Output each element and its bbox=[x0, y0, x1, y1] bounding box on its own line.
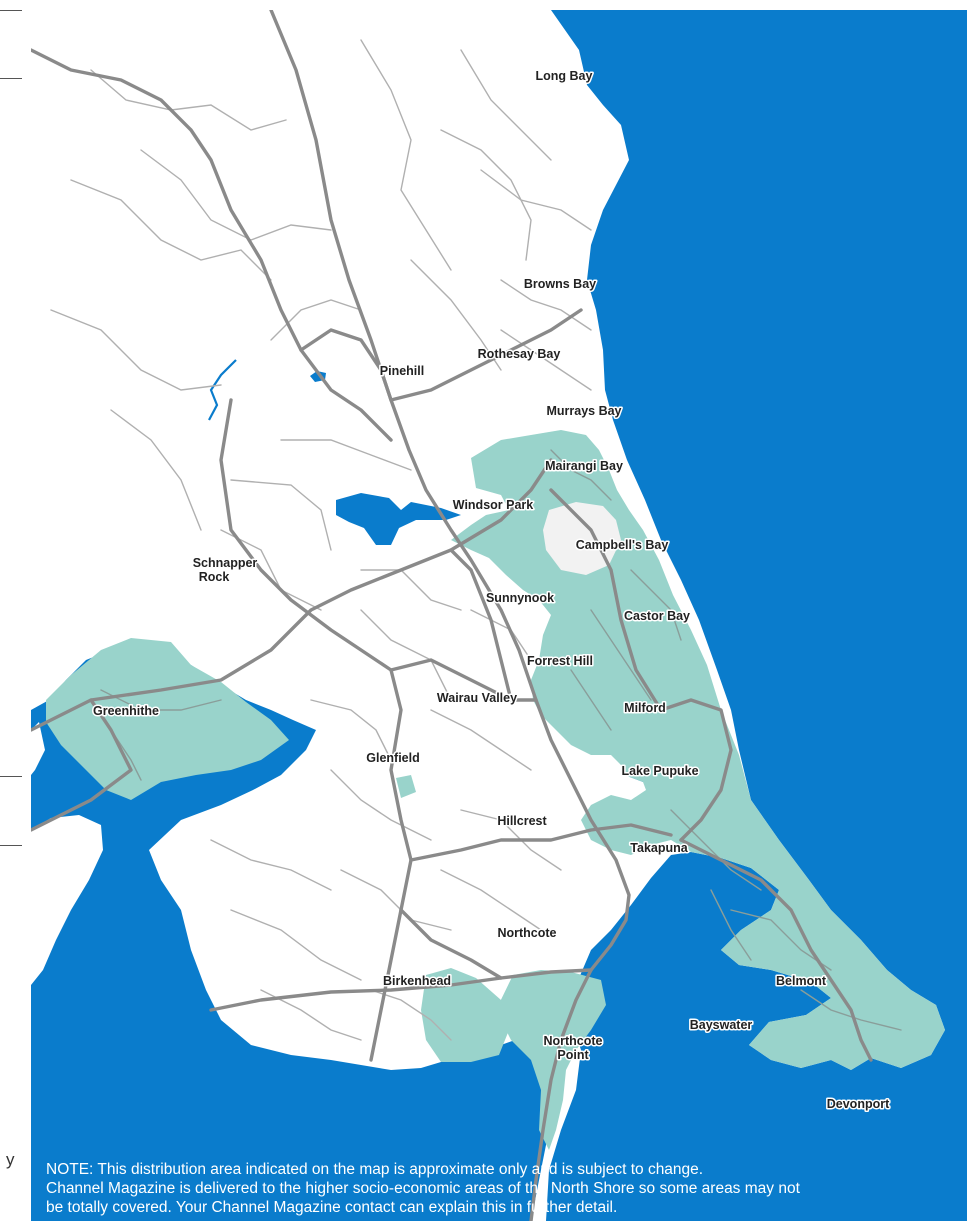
label-browns-bay: Browns Bay bbox=[524, 277, 596, 291]
label-windsor-park: Windsor Park bbox=[453, 498, 534, 512]
label-glenfield: Glenfield bbox=[366, 751, 419, 765]
road-glenfield bbox=[389, 658, 538, 702]
label-bayswater: Bayswater bbox=[690, 1018, 753, 1032]
edge-fragment-text: y bbox=[6, 1150, 15, 1169]
note-line-2: Channel Magazine is delivered to the hig… bbox=[46, 1180, 800, 1197]
road-browns-bay bbox=[389, 308, 583, 402]
road-greenhithe bbox=[31, 698, 133, 832]
road-east-coast bbox=[31, 458, 553, 732]
label-schnapper-rock-line1: Schnapper bbox=[193, 556, 258, 570]
label-sunnynook: Sunnynook bbox=[486, 591, 554, 605]
stream bbox=[208, 359, 237, 421]
map-canvas: Long Bay Browns Bay Rothesay Bay Pinehil… bbox=[31, 10, 967, 1221]
edge-divider bbox=[0, 10, 22, 11]
road-upper-harbour bbox=[219, 398, 413, 1062]
label-schnapper-rock-line2: Rock bbox=[199, 570, 230, 584]
label-wairau-valley: Wairau Valley bbox=[437, 691, 517, 705]
label-campbells-bay: Campbell's Bay bbox=[576, 538, 669, 552]
place-labels: Long Bay Browns Bay Rothesay Bay Pinehil… bbox=[92, 68, 892, 1113]
label-pinehill: Pinehill bbox=[380, 364, 424, 378]
road-birkenhead bbox=[399, 908, 503, 980]
label-murrays-bay: Murrays Bay bbox=[546, 404, 621, 418]
edge-divider bbox=[0, 776, 22, 777]
land-west-fragment bbox=[31, 815, 103, 985]
land-west-fragment-2 bbox=[31, 722, 45, 775]
coverage-greenhithe bbox=[46, 638, 289, 800]
edge-divider bbox=[0, 845, 22, 846]
minor-street-network bbox=[50, 39, 592, 1041]
road-albany-hwy bbox=[31, 48, 393, 442]
note-line-3: be totally covered. Your Channel Magazin… bbox=[46, 1199, 618, 1216]
road-hillcrest bbox=[409, 823, 673, 862]
label-castor-bay: Castor Bay bbox=[624, 609, 690, 623]
road-northern-motorway bbox=[269, 10, 631, 1221]
coverage-glenfield-patch bbox=[396, 775, 416, 798]
label-hillcrest: Hillcrest bbox=[497, 814, 547, 828]
road-wairau bbox=[449, 548, 513, 702]
label-birkenhead: Birkenhead bbox=[383, 974, 451, 988]
disclaimer-note: NOTE: This distribution area indicated o… bbox=[46, 1160, 956, 1217]
arterial-roads bbox=[31, 10, 873, 1221]
label-mairangi-bay: Mairangi Bay bbox=[545, 459, 623, 473]
road-pinehill bbox=[299, 328, 393, 402]
road-onewa bbox=[209, 968, 593, 1012]
coverage-birkenhead-east bbox=[421, 968, 509, 1062]
label-belmont: Belmont bbox=[776, 974, 827, 988]
road-lake bbox=[549, 488, 733, 842]
coverage-northcote-point bbox=[496, 970, 606, 1150]
label-long-bay: Long Bay bbox=[536, 69, 593, 83]
label-northcote: Northcote bbox=[497, 926, 556, 940]
label-northcote-point-line2: Point bbox=[557, 1048, 589, 1062]
note-line-1: NOTE: This distribution area indicated o… bbox=[46, 1161, 704, 1178]
label-northcote-point-line1: Northcote bbox=[543, 1034, 602, 1048]
coverage-areas bbox=[46, 430, 945, 1150]
label-greenhithe: Greenhithe bbox=[93, 704, 159, 718]
label-lake-pupuke: Lake Pupuke bbox=[621, 764, 698, 778]
label-takapuna: Takapuna bbox=[630, 841, 688, 855]
distribution-map: Long Bay Browns Bay Rothesay Bay Pinehil… bbox=[31, 10, 967, 1221]
coverage-east-coast bbox=[451, 430, 945, 1070]
label-milford: Milford bbox=[624, 701, 666, 715]
label-rothesay-bay: Rothesay Bay bbox=[478, 347, 561, 361]
label-forrest-hill: Forrest Hill bbox=[527, 654, 593, 668]
road-devonport bbox=[679, 838, 873, 1062]
edge-divider bbox=[0, 78, 22, 79]
coverage-campbells-gap bbox=[543, 502, 621, 575]
reservoir bbox=[336, 493, 461, 545]
label-devonport: Devonport bbox=[827, 1097, 890, 1111]
